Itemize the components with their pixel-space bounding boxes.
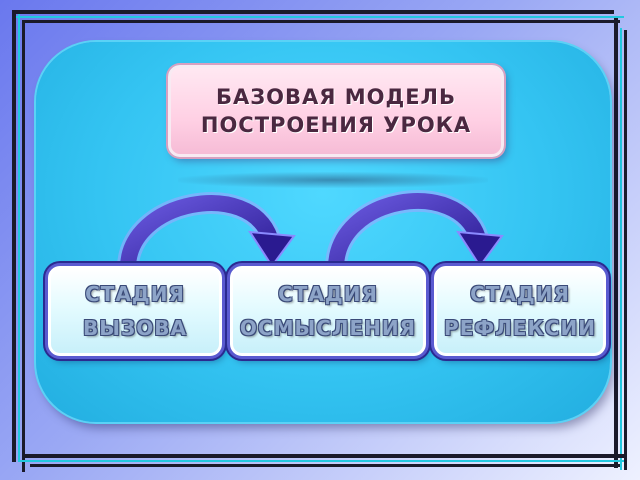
- title-shadow: [178, 172, 488, 188]
- frame-left-line-inner: [18, 14, 20, 462]
- stage-1-box: СТАДИЯ ВЫЗОВА: [48, 266, 222, 356]
- stage-2-line-1: СТАДИЯ: [278, 282, 378, 306]
- title-line-1: БАЗОВАЯ МОДЕЛЬ: [215, 85, 457, 109]
- arrow-2-head: [456, 230, 504, 268]
- frame-left-line: [12, 10, 16, 462]
- stage-1-line-2: ВЫЗОВА: [83, 316, 187, 340]
- stage-2-box: СТАДИЯ ОСМЫСЛЕНИЯ: [230, 266, 426, 356]
- frame-right-line-inner: [620, 28, 622, 470]
- stage-1-line-1: СТАДИЯ: [85, 282, 185, 306]
- frame-top-line-2: [24, 20, 620, 23]
- stage-3-line-1: СТАДИЯ: [470, 282, 570, 306]
- frame-bottom-line: [24, 454, 624, 458]
- frame-right-line: [614, 18, 618, 468]
- frame-left-line-2: [22, 20, 25, 472]
- title-line-2: ПОСТРОЕНИЯ УРОКА: [200, 113, 472, 137]
- stage-3-box: СТАДИЯ РЕФЛЕКСИИ: [434, 266, 606, 356]
- stage-2-line-2: ОСМЫСЛЕНИЯ: [239, 316, 417, 340]
- frame-top-line: [14, 10, 614, 14]
- frame-bottom-line-2: [30, 464, 620, 467]
- frame-right-line-2: [624, 30, 627, 470]
- frame-top-line-inner: [14, 16, 624, 18]
- arrow-2: [325, 190, 504, 269]
- arrow-1: [117, 192, 296, 270]
- arrow-1-head: [248, 230, 296, 268]
- title-box: БАЗОВАЯ МОДЕЛЬ ПОСТРОЕНИЯ УРОКА: [168, 65, 504, 157]
- frame-bottom-line-inner: [20, 460, 624, 462]
- stage-3-line-2: РЕФЛЕКСИИ: [444, 316, 596, 340]
